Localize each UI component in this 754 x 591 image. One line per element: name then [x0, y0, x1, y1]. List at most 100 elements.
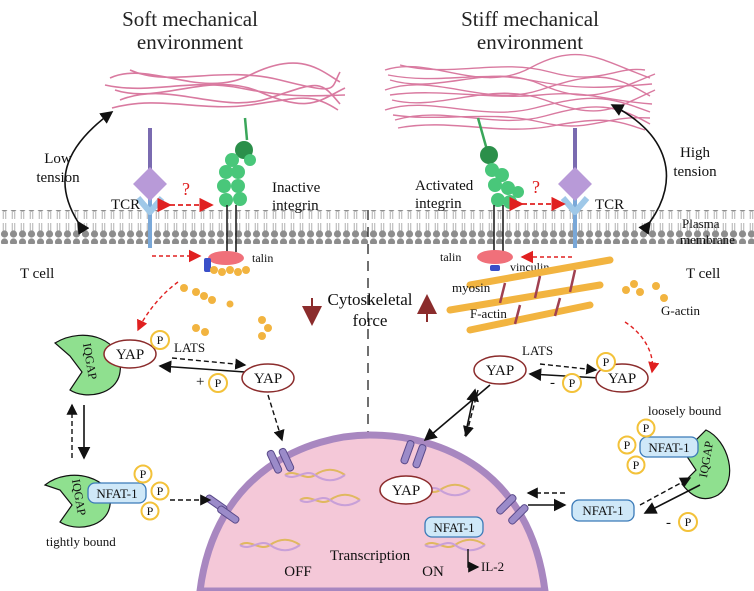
right-lower-nuclear-pore-icon — [496, 494, 529, 525]
right-nfat-release-arrow — [643, 484, 701, 514]
transcription-label: Transcription — [330, 548, 411, 564]
nuclear-nfat-label: NFAT-1 — [433, 520, 474, 535]
left-tcell-label: T cell — [20, 266, 54, 282]
left-yap-phospho-icon — [150, 330, 170, 350]
right-nfat-minus-p-label: P — [685, 515, 692, 529]
right-talin-icon — [477, 250, 513, 264]
left-talin-icon — [208, 251, 244, 265]
right-yap-import-arrow — [423, 384, 491, 442]
right-minus-p-icon — [562, 373, 582, 393]
gactin-icon — [622, 280, 668, 302]
left-yap-bound-icon — [103, 339, 157, 369]
inactive-integrin-line2: integrin — [272, 198, 319, 214]
right-nfat-p1-label: P — [643, 421, 650, 435]
right-yap-p-label: P — [603, 355, 610, 369]
il2-arrow — [467, 549, 480, 573]
right-title-line2: environment — [477, 30, 583, 54]
plasma-membrane — [0, 210, 754, 244]
right-talin-label: talin — [440, 250, 461, 264]
left-actin-cluster-icon — [180, 266, 272, 340]
right-ecm-fibers — [384, 53, 656, 131]
left-iqgap-top-icon — [53, 334, 121, 396]
left-iqgap-bottom-label: IQGAP — [69, 478, 89, 517]
left-talin-anchor-icon — [204, 258, 211, 272]
left-plus-label: + — [196, 374, 204, 390]
loosely-bound-label: loosely bound — [648, 403, 722, 418]
right-nfat-bound-label: NFAT-1 — [648, 440, 689, 455]
force-label-line1: Cytoskeletal — [328, 290, 413, 309]
force-label-line2: force — [353, 311, 388, 330]
right-yap-free-icon — [473, 355, 527, 385]
right-nfat-minus-label: - — [666, 515, 671, 531]
left-lats-label: LATS — [174, 340, 205, 355]
left-red-curve-arrow — [137, 281, 179, 332]
activated-integrin-line1: Activated — [415, 178, 474, 194]
right-iqgap-label: IQGAP — [696, 440, 716, 479]
activated-integrin-line2: integrin — [415, 196, 462, 212]
left-dephospho-arrow — [158, 360, 246, 374]
off-label: OFF — [284, 564, 312, 580]
right-yap-entry-arrow — [464, 388, 479, 437]
high-tension-line1: High — [680, 145, 711, 161]
left-yap-to-nucleus-arrow — [267, 394, 285, 442]
left-iqgap-top-label: IQGAP — [80, 342, 100, 381]
left-nfat-icon — [87, 482, 147, 504]
nuclear-yap-label: YAP — [392, 483, 420, 499]
right-nfat-p2-label: P — [624, 438, 631, 452]
left-ecm-fibers — [104, 62, 346, 111]
nuclear-yap-icon — [379, 475, 433, 505]
left-nfat-p3-label: P — [147, 504, 154, 518]
gactin-label: G-actin — [661, 303, 700, 318]
low-tension-line1: Low — [44, 151, 72, 167]
left-yap-bound-label: YAP — [116, 347, 144, 363]
plasma-membrane-line2: membrane — [680, 232, 735, 247]
left-plus-p-icon — [208, 373, 228, 393]
right-yap-free-label: YAP — [486, 363, 514, 379]
left-talin-label: talin — [252, 251, 273, 265]
inactive-integrin-line1: Inactive — [272, 180, 321, 196]
right-lats-arrow — [539, 363, 598, 375]
right-tcell-label: T cell — [686, 266, 720, 282]
left-nuclear-pore-icon — [266, 447, 295, 474]
left-tcr-label: TCR — [111, 197, 140, 213]
left-integrin-icon — [217, 117, 256, 252]
left-nfat-p2-icon — [150, 481, 170, 501]
tightly-bound-label: tightly bound — [46, 534, 116, 549]
left-lats-arrow — [171, 357, 247, 370]
left-title-line2: environment — [137, 30, 243, 54]
low-tension-line2: tension — [36, 170, 80, 186]
left-nfat-label: NFAT-1 — [96, 486, 137, 501]
left-plus-p-label: P — [215, 376, 222, 390]
factin-label: F-actin — [470, 306, 507, 321]
right-nfat-p3-label: P — [633, 458, 640, 472]
left-nfat-p1-icon — [133, 464, 153, 484]
left-tcr-icon — [133, 128, 167, 248]
left-nfat-p1-label: P — [140, 467, 147, 481]
right-yap-phospho-label: YAP — [608, 371, 636, 387]
right-tcr-label: TCR — [595, 197, 624, 213]
right-nfat-p1-icon — [636, 418, 656, 438]
right-minus-label: - — [550, 375, 555, 391]
left-yap-free-icon — [241, 363, 295, 393]
myosin-label: myosin — [452, 280, 491, 295]
right-title-line1: Stiff mechanical — [461, 7, 599, 31]
right-question-mark: ? — [532, 177, 540, 197]
factin-icon — [446, 256, 614, 334]
right-nfat-minus-p-icon — [678, 512, 698, 532]
right-minus-p-label: P — [569, 376, 576, 390]
vinculin-icon — [490, 265, 500, 271]
left-nfat-p3-icon — [140, 501, 160, 521]
right-nfat-free-icon — [571, 499, 635, 522]
on-label: ON — [422, 564, 444, 580]
right-nfat-bind-arrow — [639, 477, 692, 506]
right-tension-arrow — [610, 104, 668, 235]
high-tension-line2: tension — [673, 164, 717, 180]
right-nfat-free-label: NFAT-1 — [582, 503, 623, 518]
left-title-line1: Soft mechanical — [122, 7, 258, 31]
left-yap-phospho-label: P — [157, 333, 164, 347]
right-tcr-icon — [558, 128, 592, 248]
right-yap-p-icon — [596, 352, 616, 372]
left-yap-free-label: YAP — [254, 371, 282, 387]
